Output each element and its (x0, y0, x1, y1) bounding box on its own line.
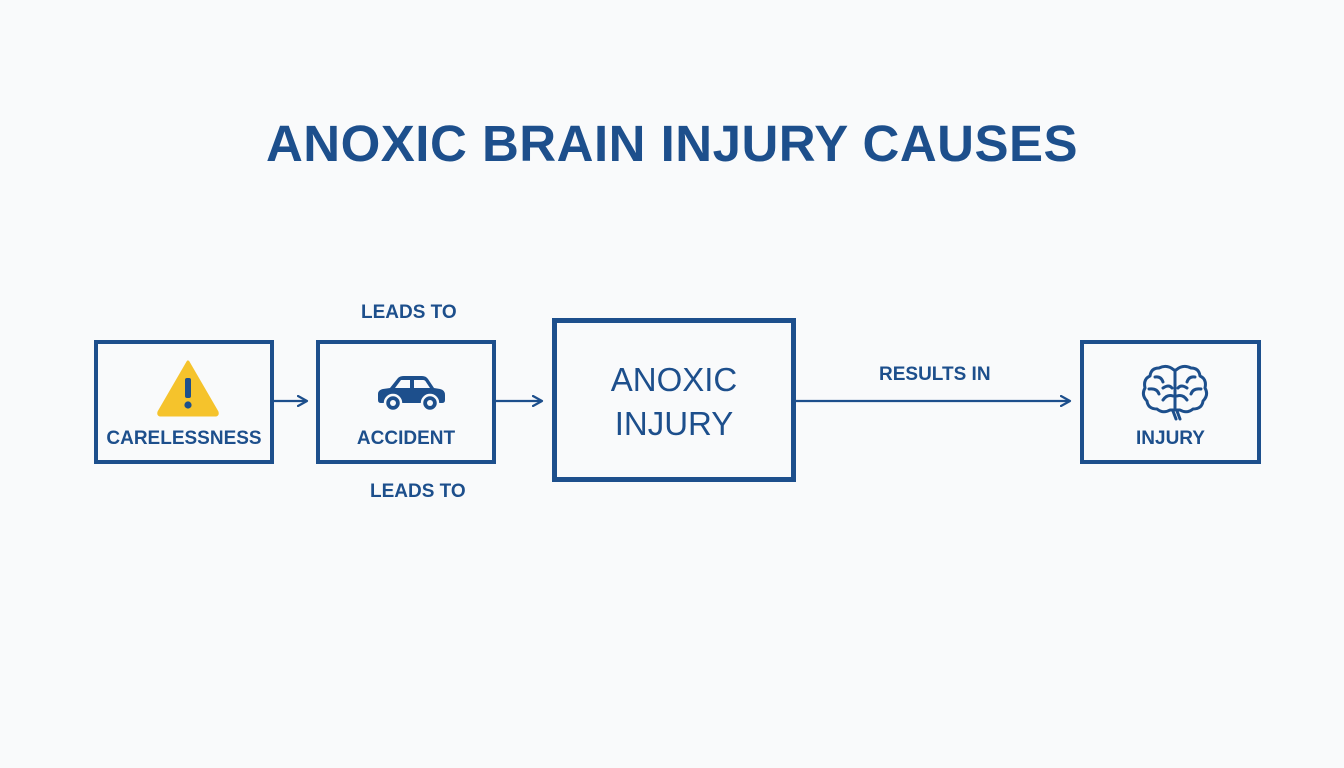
edge-label-results-in: RESULTS IN (879, 364, 991, 385)
node-accident: ACCIDENT (316, 340, 496, 464)
car-icon (378, 376, 445, 413)
node-injury: INJURY (1080, 340, 1261, 464)
node-anoxic-injury: ANOXIC INJURY (552, 318, 796, 482)
edge-label-leads-to-top: LEADS TO (361, 302, 457, 323)
edge-label-leads-to-bottom: LEADS TO (370, 481, 466, 502)
warning-icon (157, 360, 219, 417)
diagram-title: ANOXIC BRAIN INJURY CAUSES (265, 115, 1079, 172)
node-accident-label: ACCIDENT (356, 428, 456, 449)
node-carelessness: CARELESSNESS (94, 340, 274, 464)
brain-icon (1141, 364, 1209, 421)
node-anoxic-label-line2: INJURY (614, 405, 734, 442)
node-carelessness-label: CARELESSNESS (106, 428, 262, 449)
node-injury-label: INJURY (1136, 428, 1205, 449)
node-anoxic-label-line1: ANOXIC (610, 361, 738, 398)
